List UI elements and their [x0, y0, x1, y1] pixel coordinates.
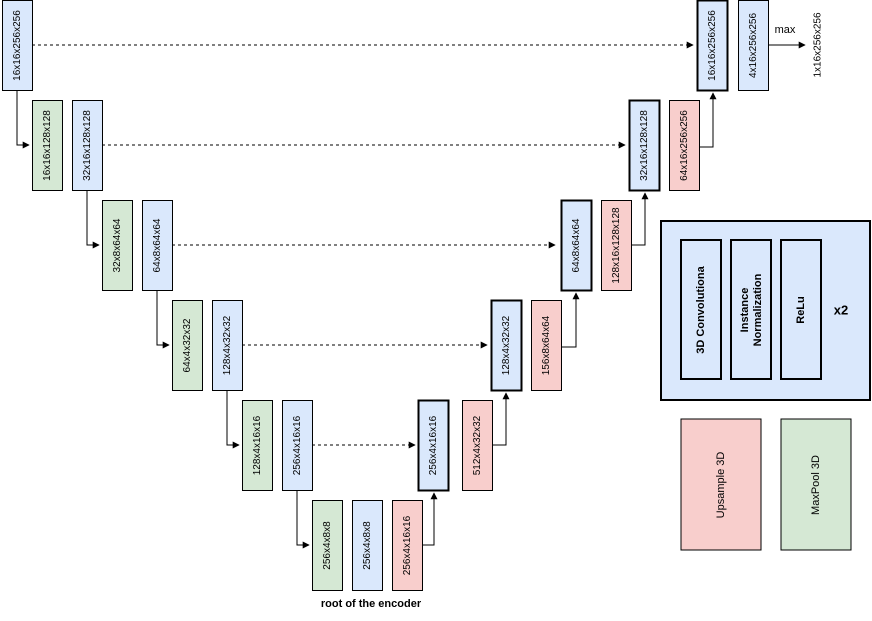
- decoder-layer-5-rect: [560, 199, 593, 292]
- final-output-label: 1x16x256x256: [813, 12, 824, 77]
- legend-relu-label: ReLu: [795, 296, 807, 324]
- decoder-layer-9: 16x16x256x256: [696, 0, 729, 92]
- decoder-layer-8-rect: [669, 100, 700, 191]
- decoder-layer-2: 512x4x32x32: [462, 400, 493, 491]
- encoder-layer-3: 32x16x128x128: [72, 100, 103, 191]
- output-layer-rect: [738, 0, 769, 91]
- connectors: [16, 41, 806, 549]
- decoder-layer-4-rect: [531, 300, 562, 391]
- encoder-layer-8-label: 128x4x16x16: [252, 415, 263, 475]
- encoder-layer-5-label: 64x8x64x64: [152, 218, 163, 272]
- layer-boxes: 16x16x256x256 16x16x128x128 32x16x128x128 3…: [2, 0, 769, 591]
- encoder-layer-4-rect: [102, 200, 133, 291]
- encoder-layer-7-rect: [212, 300, 243, 391]
- legend: 3D Convolutiona Instance Normalization R…: [660, 220, 871, 551]
- encoder-layer-9-label: 256x4x16x16: [292, 415, 303, 475]
- decoder-layer-9-rect: [696, 0, 729, 92]
- root-caption: root of the encoder: [321, 598, 422, 610]
- encoder-layer-7-label: 128x4x32x32: [222, 315, 233, 375]
- encoder-layer-1-label: 16x16x256x256: [12, 10, 23, 81]
- decoder-layer-3-label: 128x4x32x32: [501, 315, 512, 375]
- decoder-layer-5: 64x8x64x64: [560, 199, 593, 292]
- decoder-layer-1-rect: [417, 399, 450, 492]
- root-layer-1: 256x4x8x8: [312, 500, 343, 591]
- decoder-layer-3: 128x4x32x32: [490, 299, 523, 392]
- conv-legend-item-3: [780, 239, 822, 380]
- decoder-layer-6: 128x16x128x128: [601, 200, 632, 291]
- encoder-layer-6-label: 64x4x32x32: [182, 318, 193, 372]
- encoder-layer-2-label: 16x16x128x128: [42, 110, 53, 181]
- decoder-layer-4: 156x8x64x64: [531, 300, 562, 391]
- legend-conv-label: 3D Convolutiona: [695, 265, 707, 353]
- encoder-wire-4: [226, 390, 240, 449]
- output-layer-label: 4x16x256x256: [748, 13, 759, 78]
- encoder-wire-5: [296, 490, 310, 549]
- decoder-wire-5: [699, 92, 717, 148]
- decoder-wire-2: [491, 392, 510, 446]
- decoder-layer-6-rect: [601, 200, 632, 291]
- legend-repeat-label: x2: [834, 303, 848, 318]
- decoder-wire-3: [561, 292, 580, 348]
- encoder-layer-4-label: 32x8x64x64: [112, 218, 123, 272]
- upsample-legend: [680, 418, 762, 551]
- encoder-layer-5-rect: [142, 200, 173, 291]
- legend-norm-label-1: Instance: [739, 288, 751, 333]
- decoder-layer-6-label: 128x16x128x128: [611, 207, 622, 284]
- root-layer-2: 256x4x8x8: [352, 500, 383, 591]
- decoder-layer-2-label: 512x4x32x32: [472, 415, 483, 475]
- encoder-layer-9: 256x4x16x16: [282, 400, 313, 491]
- decoder-layer-2-rect: [462, 400, 493, 491]
- encoder-layer-1-rect: [2, 0, 33, 91]
- decoder-wire-1: [421, 492, 438, 546]
- output-layer: 4x16x256x256: [738, 0, 769, 91]
- conv-legend-item-2: [730, 239, 772, 380]
- encoder-layer-5: 64x8x64x64: [142, 200, 173, 291]
- decoder-layer-8-label: 64x16x256x256: [679, 110, 690, 181]
- decoder-layer-9-label: 16x16x256x256: [707, 10, 718, 81]
- root-layer-3-label: 256x4x16x16: [402, 515, 413, 575]
- conv-block-legend: [660, 220, 871, 401]
- root-layer-3: 256x4x16x16: [392, 500, 423, 591]
- legend-upsample-label: Upsample 3D: [715, 452, 727, 519]
- encoder-layer-6: 64x4x32x32: [172, 300, 203, 391]
- maxpool-legend: [780, 418, 852, 551]
- decoder-layer-5-label: 64x8x64x64: [571, 218, 582, 272]
- encoder-layer-2: 16x16x128x128: [32, 100, 63, 191]
- encoder-layer-8-rect: [242, 400, 273, 491]
- root-layer-1-rect: [312, 500, 343, 591]
- max-label: max: [775, 24, 796, 36]
- legend-maxpool-label: MaxPool 3D: [810, 455, 822, 515]
- encoder-layer-2-rect: [32, 100, 63, 191]
- decoder-layer-4-label: 156x8x64x64: [541, 315, 552, 375]
- decoder-layer-3-rect: [490, 299, 523, 392]
- decoder-layer-1-label: 256x4x16x16: [428, 415, 439, 475]
- decoder-layer-7: 32x16x128x128: [628, 99, 661, 192]
- legend-norm-label-2: Normalization: [752, 273, 764, 346]
- root-layer-2-rect: [352, 500, 383, 591]
- encoder-layer-8: 128x4x16x16: [242, 400, 273, 491]
- decoder-layer-7-rect: [628, 99, 661, 192]
- encoder-layer-6-rect: [172, 300, 203, 391]
- root-layer-2-label: 256x4x8x8: [362, 521, 373, 570]
- decoder-layer-1: 256x4x16x16: [417, 399, 450, 492]
- decoder-layer-7-label: 32x16x128x128: [639, 110, 650, 181]
- encoder-wire-2: [86, 190, 100, 249]
- encoder-wire-3: [156, 290, 170, 349]
- conv-legend-item-1: [680, 239, 722, 380]
- encoder-layer-1: 16x16x256x256: [2, 0, 33, 91]
- root-layer-3-rect: [392, 500, 423, 591]
- encoder-layer-3-label: 32x16x128x128: [82, 110, 93, 181]
- encoder-layer-4: 32x8x64x64: [102, 200, 133, 291]
- decoder-wire-4: [631, 192, 649, 246]
- encoder-layer-9-rect: [282, 400, 313, 491]
- encoder-wire-1: [16, 90, 30, 149]
- encoder-layer-7: 128x4x32x32: [212, 300, 243, 391]
- root-layer-1-label: 256x4x8x8: [322, 521, 333, 570]
- decoder-layer-8: 64x16x256x256: [669, 100, 700, 191]
- encoder-layer-3-rect: [72, 100, 103, 191]
